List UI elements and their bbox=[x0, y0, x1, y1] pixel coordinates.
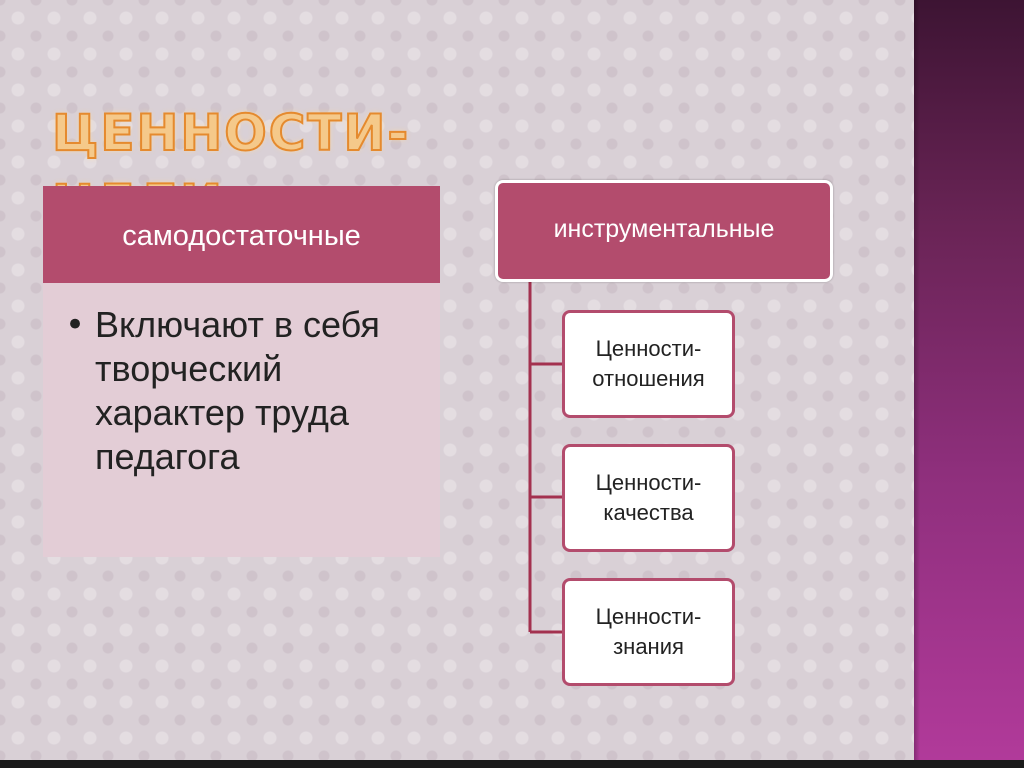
child-box-qualities: Ценности-качества bbox=[562, 444, 735, 552]
bullet-text: Включают в себя творческий характер труд… bbox=[95, 304, 380, 477]
slide-background bbox=[0, 0, 914, 760]
child-box-label: Ценности-знания bbox=[595, 604, 702, 659]
child-box-relations: Ценности-отношения bbox=[562, 310, 735, 418]
left-block-header-label: самодостаточные bbox=[122, 220, 361, 252]
bullet-dot-icon: • bbox=[65, 305, 86, 345]
left-block-body: • Включают в себя творческий характер тр… bbox=[43, 283, 440, 557]
right-block-header-label: инструментальные bbox=[553, 214, 775, 243]
child-box-knowledge: Ценности-знания bbox=[562, 578, 735, 686]
bullet-item: • Включают в себя творческий характер тр… bbox=[65, 303, 425, 479]
tree-connectors bbox=[528, 282, 562, 634]
decorative-side-bar bbox=[914, 0, 1024, 760]
child-box-label: Ценности-отношения bbox=[592, 336, 705, 391]
right-block-header: инструментальные bbox=[495, 180, 833, 282]
left-block-header: самодостаточные bbox=[43, 186, 440, 283]
side-bar-shadow bbox=[914, 0, 920, 760]
bottom-strip bbox=[0, 760, 1024, 768]
child-box-label: Ценности-качества bbox=[595, 470, 702, 525]
